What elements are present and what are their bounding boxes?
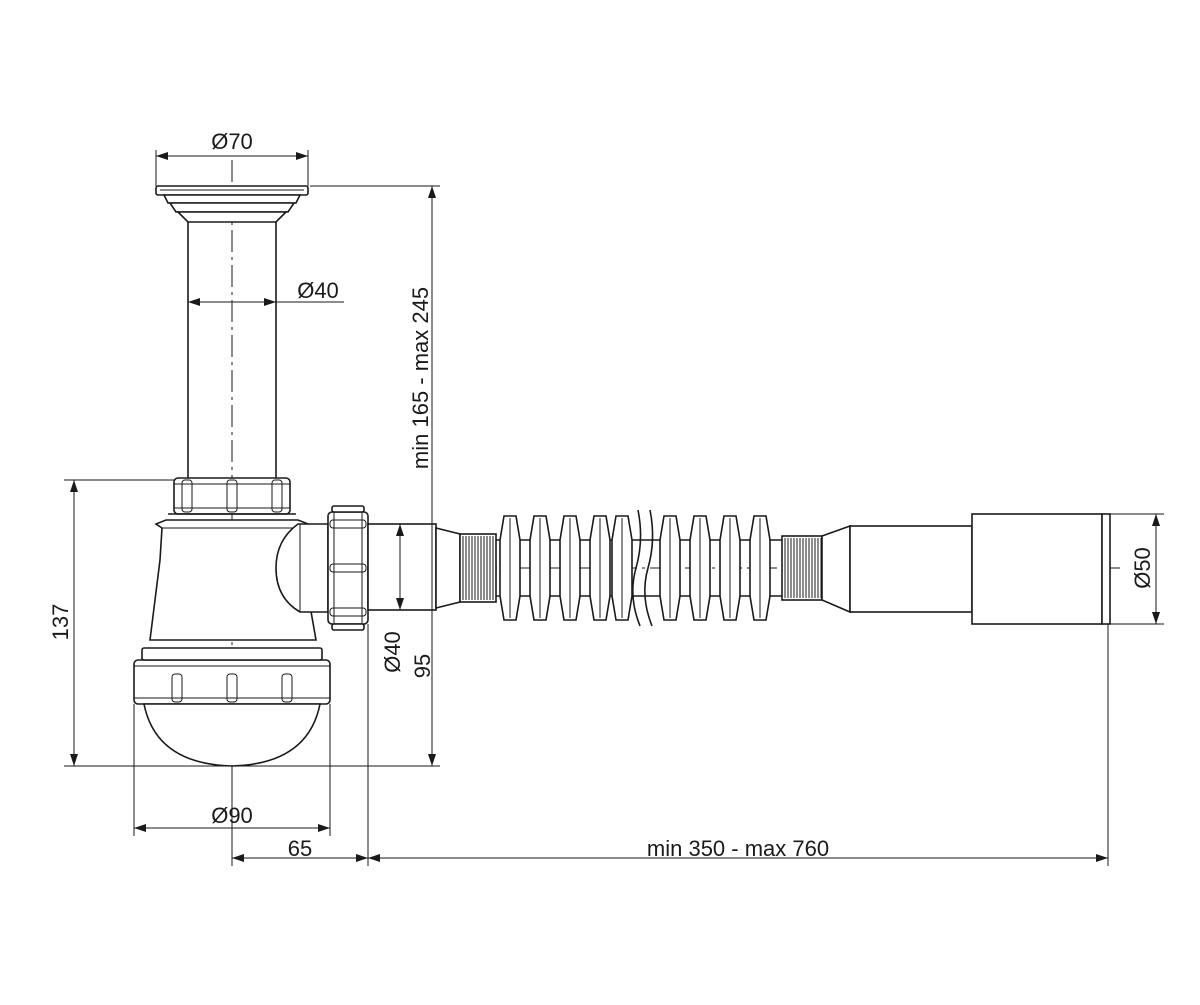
label-bottle-height: 137 xyxy=(48,604,73,641)
hose-break-mark xyxy=(632,509,654,627)
threaded-connector-right xyxy=(781,535,823,601)
outlet-pipe xyxy=(821,513,1111,625)
vertical-pipe xyxy=(187,222,277,478)
label-length-range: min 350 - max 760 xyxy=(647,836,829,861)
label-end-diameter: Ø50 xyxy=(1130,547,1155,589)
outlet-stub xyxy=(367,523,461,611)
dimension-end-diameter: Ø50 xyxy=(1110,513,1164,625)
label-offset: 65 xyxy=(288,836,312,861)
dimension-drain-diameter: Ø70 xyxy=(155,129,309,186)
dimension-bottle-height: 137 xyxy=(48,479,440,767)
label-drain-diameter: Ø70 xyxy=(211,129,253,154)
dimension-outlet-diameter: Ø40 xyxy=(380,524,405,673)
label-height-range: min 165 - max 245 xyxy=(408,287,433,469)
dimension-length-range: min 350 - max 760 xyxy=(368,624,1109,866)
corrugated-hose xyxy=(496,515,782,621)
bottle-bottom-nut xyxy=(133,647,331,705)
label-pipe-diameter: Ø40 xyxy=(297,278,339,303)
dimension-pipe-diameter: Ø40 xyxy=(188,278,344,306)
dimension-offset: 65 xyxy=(231,624,369,866)
bottle-cup xyxy=(143,703,321,767)
coupling-nut xyxy=(168,477,296,515)
label-outlet-height: 95 xyxy=(410,654,435,678)
bottle-body xyxy=(149,519,317,641)
threaded-connector-left xyxy=(459,533,497,603)
dimension-outlet-height: 95 xyxy=(410,654,435,678)
dimension-height-range: min 165 - max 245 xyxy=(310,185,440,766)
outlet-elbow xyxy=(275,523,329,613)
drain-flange xyxy=(155,185,309,223)
label-outlet-diameter: Ø40 xyxy=(380,631,405,673)
outlet-nut xyxy=(327,505,369,631)
